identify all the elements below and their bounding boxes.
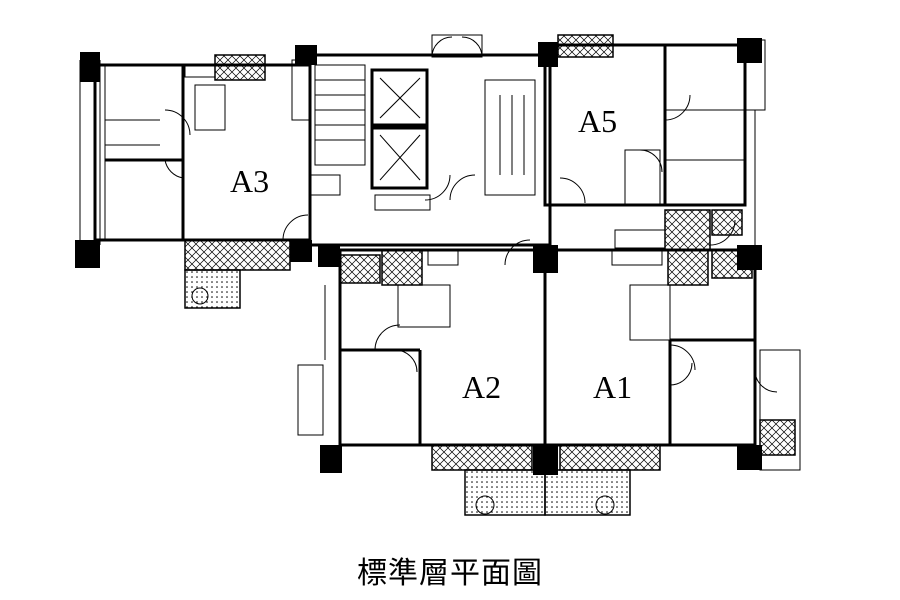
- circulation-core: [308, 34, 552, 247]
- unit-a3: [79, 54, 312, 309]
- unit-a5: [543, 34, 766, 251]
- floor-plan-drawing: A3 A5 A2 A1: [75, 34, 801, 516]
- unit-label-a1: A1: [593, 369, 632, 405]
- structural-columns: [75, 38, 762, 475]
- unit-label-a5: A5: [578, 103, 617, 139]
- unit-label-a3: A3: [230, 163, 269, 199]
- unit-a2: [297, 239, 547, 516]
- unit-label-a2: A2: [462, 369, 501, 405]
- unit-a1: [543, 248, 801, 516]
- plan-caption: 標準層平面圖: [357, 556, 543, 591]
